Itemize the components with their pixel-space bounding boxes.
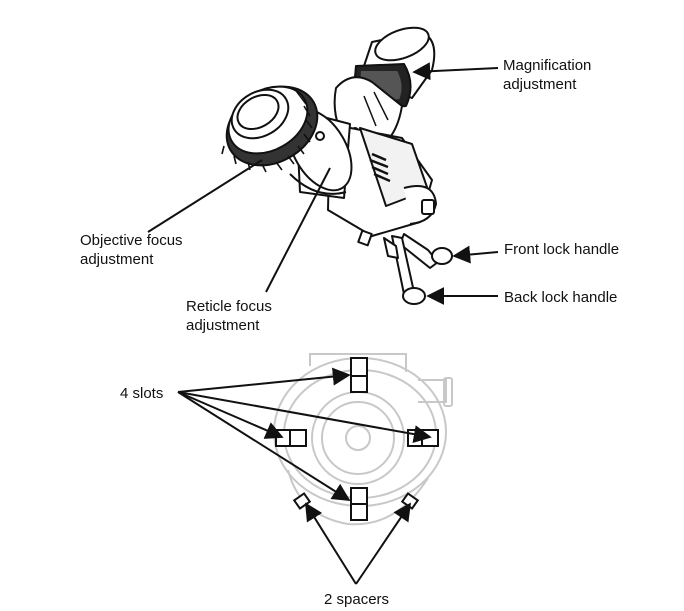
slots-leader-left	[177, 391, 284, 439]
slots-leader-top	[177, 367, 351, 393]
objective-focus-leader	[147, 159, 263, 233]
magnification-leader	[412, 62, 499, 81]
front-lock-handle-label: Front lock handle	[504, 241, 620, 258]
spacers-leader-left	[305, 502, 357, 585]
slots-leader-bottom	[177, 391, 351, 501]
main-body	[327, 123, 437, 237]
top-leader-lines	[147, 62, 499, 305]
bottom-leader-lines	[177, 367, 432, 585]
mount-tabs	[357, 229, 399, 259]
front-lock-handle	[399, 233, 453, 269]
slot-bottom	[350, 487, 368, 521]
reticle-focus-leader	[265, 167, 331, 293]
instrument-side-view	[221, 26, 453, 305]
spacer-left	[292, 492, 312, 510]
reticle-focus-adjustment-label: Reticle focus adjustment	[186, 298, 272, 334]
objective-focus-adjustment-label: Objective focus adjustment	[80, 232, 183, 268]
back-lock-handle-label: Back lock handle	[504, 289, 618, 306]
magnification-adjustment-label: Magnification adjustment	[503, 57, 592, 93]
objective-focus-ring	[221, 85, 319, 173]
spacers-leader-right	[355, 502, 412, 585]
spacers-label: 2 spacers	[324, 591, 390, 608]
front-lock-leader	[452, 245, 499, 264]
slot-right	[407, 429, 439, 447]
slots-label: 4 slots	[120, 385, 164, 402]
slot-top	[350, 357, 368, 393]
vent-grille	[369, 152, 391, 183]
slots-leader-right	[177, 391, 432, 444]
slot-left	[275, 429, 307, 447]
